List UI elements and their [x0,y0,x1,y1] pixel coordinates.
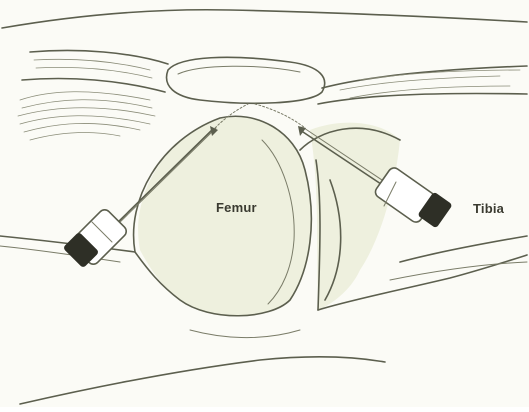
skin-upper-outline [2,10,527,28]
posterior-thigh-contour [190,330,300,338]
quadriceps-tendon-upper [30,51,168,65]
patella [167,57,325,103]
patellar-tendon-lower [318,93,527,104]
quadriceps-hatching [18,59,155,140]
tibia-plateau [310,123,400,310]
femur-label: Femur [216,200,257,215]
tibia-shaft-upper [400,236,527,262]
patellar-tendon-upper [322,66,527,88]
tibia-label: Tibia [473,201,504,216]
patella-inner-contour [178,66,300,74]
tibia-shaft-lower [390,262,527,280]
quadriceps-tendon-lower [22,79,165,93]
lower-skin-contour [20,357,385,404]
